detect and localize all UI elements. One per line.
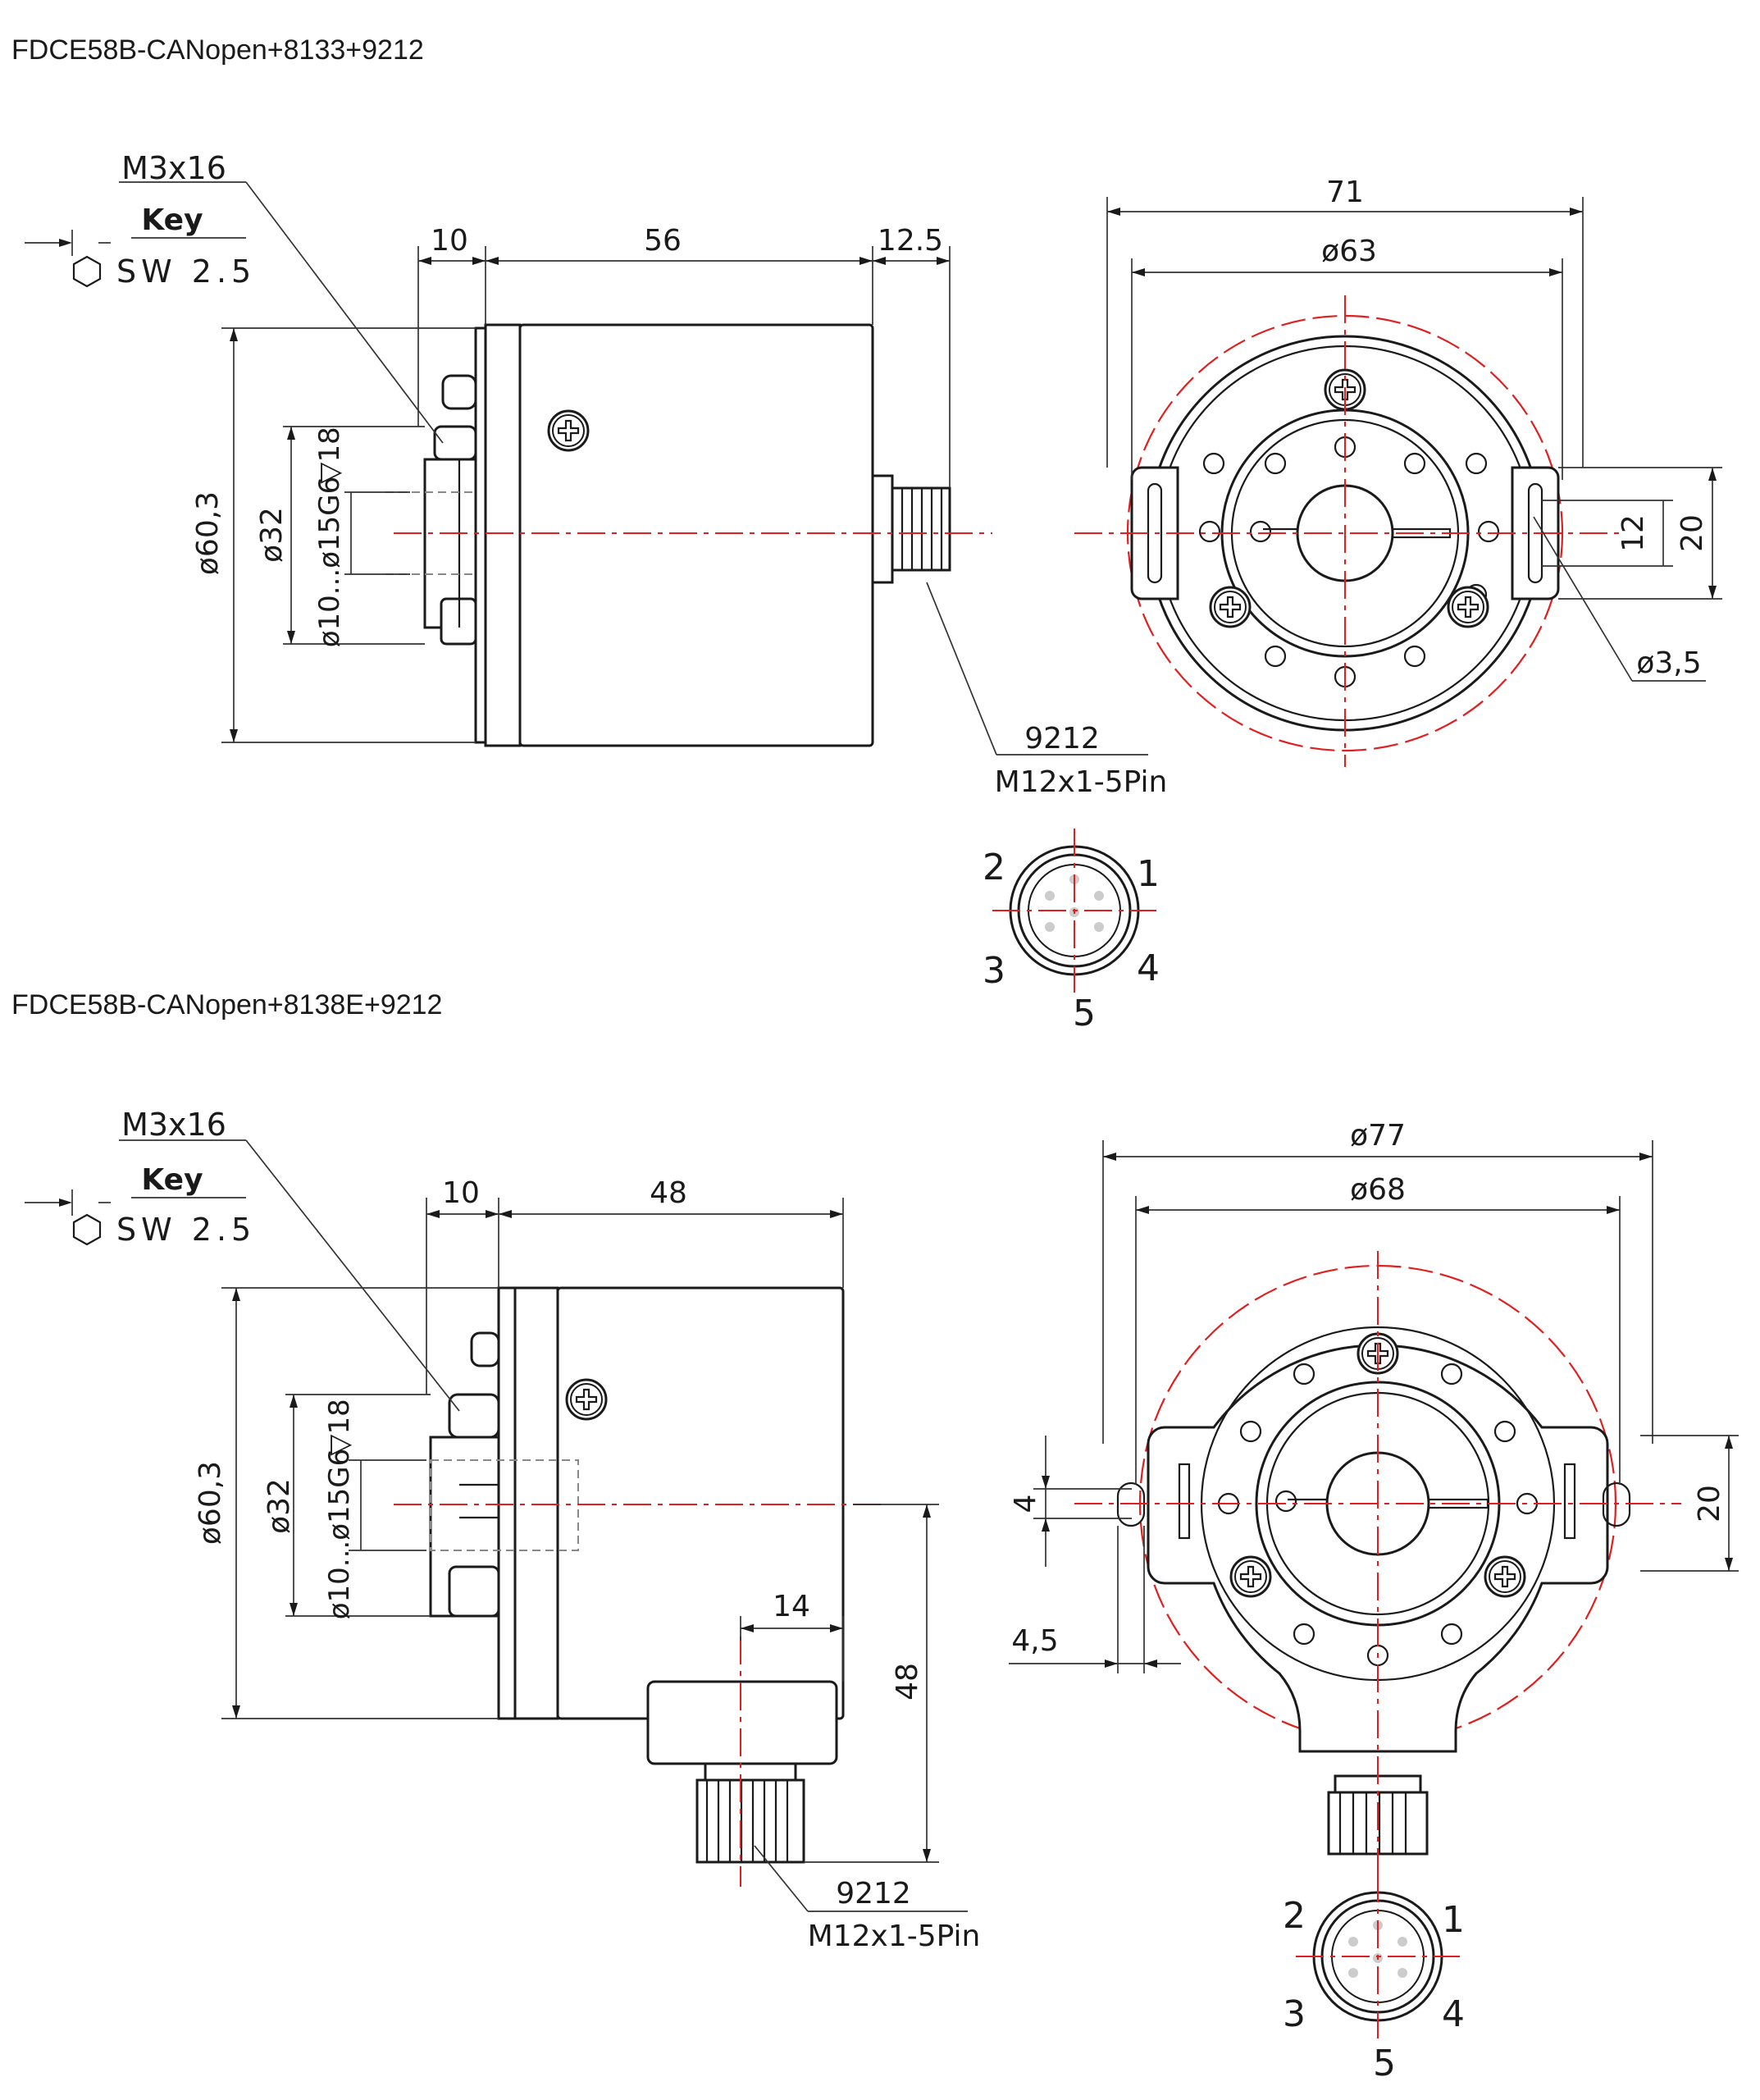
connector-base bbox=[871, 474, 894, 584]
dim-collar-label: ø32 bbox=[262, 1478, 296, 1534]
connector-thread bbox=[695, 1778, 805, 1864]
pin-4-label: 4 bbox=[1442, 1993, 1465, 2035]
encoder-body bbox=[556, 1286, 845, 1720]
drawing-1-title: FDCE58B-CANopen+8133+9212 bbox=[11, 34, 424, 66]
screw-icon bbox=[565, 1378, 608, 1421]
dim-slot-pitch-label: 20 bbox=[1693, 1485, 1726, 1522]
dim-body-diameter-label: ø60,3 bbox=[194, 1461, 227, 1545]
dim-body-diameter-label: ø60,3 bbox=[191, 491, 225, 575]
encoder-body bbox=[518, 323, 874, 747]
dimensions-1: 10 56 12.5 ø60,3 ø32 ø10...ø15G6 ▽18 bbox=[25, 150, 1167, 799]
dim-shaft-label: ø10...ø15G6 bbox=[323, 1449, 356, 1620]
dim-shaft-label: ø10...ø15G6 bbox=[313, 477, 346, 648]
flange-plate bbox=[497, 1286, 517, 1720]
front-view-1 bbox=[1074, 295, 1624, 767]
dim-connector-label: 12.5 bbox=[878, 224, 943, 258]
tool-label: SW 2.5 bbox=[116, 1212, 256, 1248]
screw-icon bbox=[1484, 1555, 1526, 1598]
dim-connector-offset-label: 14 bbox=[773, 1590, 810, 1623]
key-label: Key bbox=[141, 203, 203, 237]
drawing-2-title: FDCE58B-CANopen+8138E+9212 bbox=[11, 989, 442, 1020]
screw-icon bbox=[1229, 1555, 1272, 1598]
dim-depth-label: ▽18 bbox=[323, 1399, 356, 1455]
connector-code-label: 9212 bbox=[1024, 722, 1100, 756]
dim-slot-width-label: 4 bbox=[1009, 1495, 1042, 1513]
dim-bolt-circle-label: ø68 bbox=[1350, 1173, 1406, 1207]
dim-depth-label: ▽18 bbox=[313, 427, 346, 483]
connector-spec-label: M12x1-5Pin bbox=[995, 765, 1168, 799]
front-dims-1: 71 ø63 12 20 ø3,5 bbox=[1106, 176, 1722, 682]
pin-2-label: 2 bbox=[983, 847, 1005, 888]
drawing-1: FDCE58B-CANopen+8133+9212 bbox=[11, 34, 1722, 1034]
connector-spec-label: M12x1-5Pin bbox=[808, 1920, 981, 1953]
screw-label: M3x16 bbox=[121, 150, 226, 186]
dim-hole-label: ø3,5 bbox=[1636, 646, 1701, 680]
dim-flange-label: 10 bbox=[442, 1176, 480, 1210]
pin-2-label: 2 bbox=[1283, 1895, 1306, 1937]
connector-code-label: 9212 bbox=[836, 1877, 911, 1911]
screw-icon bbox=[547, 409, 590, 452]
clamp-screw-bottom bbox=[448, 1565, 500, 1618]
side-view-2 bbox=[394, 1286, 886, 1887]
dimensions-2: 10 48 ø60,3 ø32 ø10...ø15G6 ▽18 14 bbox=[25, 1107, 980, 1953]
drawing-2: FDCE58B-CANopen+8138E+9212 bbox=[11, 989, 1739, 2084]
key-label: Key bbox=[141, 1163, 203, 1197]
front-dims-2: ø77 ø68 4 4,5 20 bbox=[1009, 1119, 1739, 1673]
pin-4-label: 4 bbox=[1137, 947, 1160, 989]
dim-bolt-circle-label: ø63 bbox=[1321, 235, 1377, 268]
dim-connector-height-label: 48 bbox=[891, 1663, 924, 1701]
dim-body-length-label: 56 bbox=[644, 224, 682, 258]
flange bbox=[513, 1286, 559, 1720]
side-view-1 bbox=[385, 323, 992, 747]
front-view-2 bbox=[1074, 1251, 1681, 1879]
dim-collar-label: ø32 bbox=[255, 507, 289, 563]
pin-3-label: 3 bbox=[983, 950, 1005, 992]
pin-diagram-2: 1 2 3 4 5 bbox=[1283, 1874, 1465, 2084]
dim-slot-outer-label: 20 bbox=[1676, 514, 1709, 552]
flange bbox=[484, 323, 522, 747]
dim-slot-offset-label: 4,5 bbox=[1011, 1624, 1058, 1658]
clamp-screw-top bbox=[448, 1393, 500, 1439]
connector-base bbox=[704, 1762, 797, 1782]
pin-5-label: 5 bbox=[1073, 993, 1096, 1034]
pin-diagram-1: 1 2 3 4 5 bbox=[983, 829, 1160, 1034]
screw-icon bbox=[1209, 586, 1252, 628]
dim-outer-label: ø77 bbox=[1350, 1119, 1406, 1153]
connector-housing bbox=[646, 1680, 838, 1765]
set-screw bbox=[470, 1331, 500, 1367]
dim-slot-inner-label: 12 bbox=[1616, 514, 1650, 552]
tool-label: SW 2.5 bbox=[116, 253, 256, 290]
flange-plate bbox=[474, 326, 487, 744]
pin-5-label: 5 bbox=[1373, 2043, 1396, 2084]
pin-3-label: 3 bbox=[1283, 1993, 1306, 2035]
pin-1-label: 1 bbox=[1137, 853, 1160, 895]
clamp-screw-top bbox=[433, 425, 477, 461]
dim-body-length-label: 48 bbox=[650, 1176, 687, 1210]
screw-icon bbox=[1447, 586, 1489, 628]
set-screw bbox=[441, 374, 477, 410]
dim-flange-label: 10 bbox=[431, 224, 468, 258]
screw-label: M3x16 bbox=[121, 1107, 226, 1143]
hexagon-icon bbox=[72, 1213, 102, 1246]
hexagon-icon bbox=[72, 255, 102, 288]
dim-outer-label: 71 bbox=[1326, 176, 1364, 209]
pin-1-label: 1 bbox=[1442, 1899, 1465, 1941]
